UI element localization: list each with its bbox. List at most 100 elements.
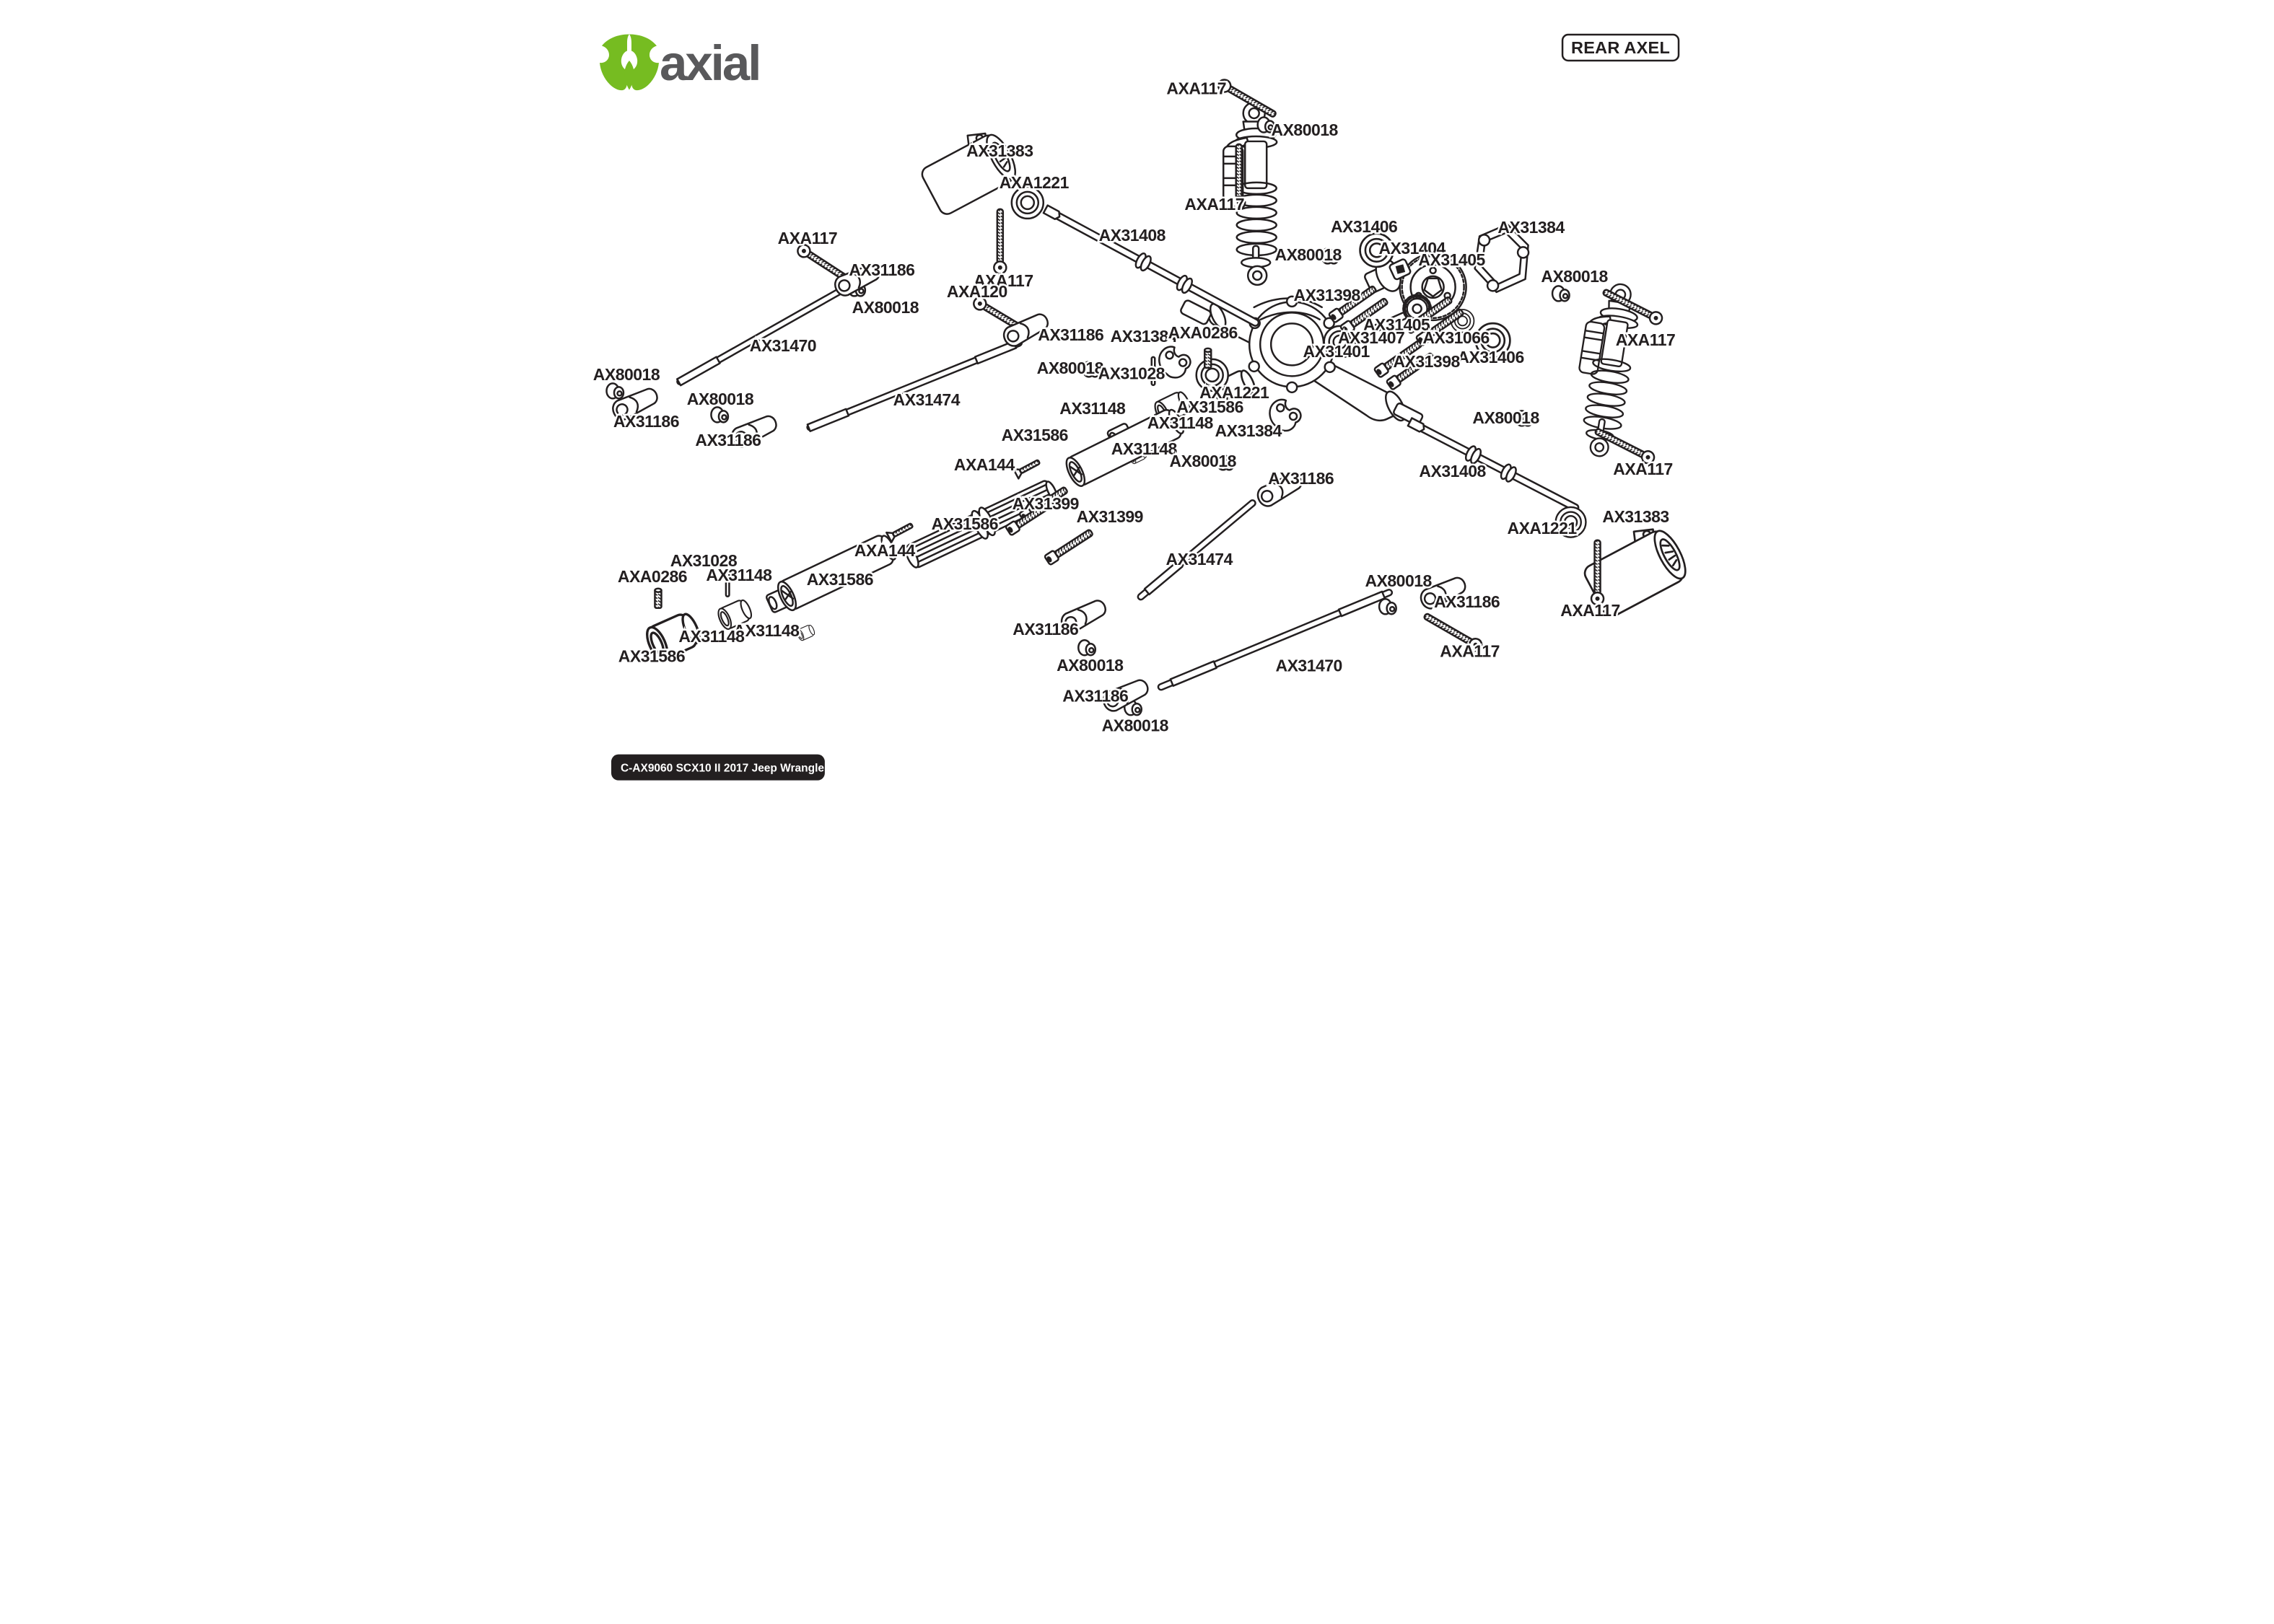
part-flathead-screw: [885, 519, 916, 543]
part-label-axa117: AXA117: [1613, 460, 1673, 478]
part-label-ax31399: AX31399: [1077, 507, 1143, 526]
part-label-ax80018: AX80018: [593, 365, 660, 384]
part-pivot-ball: [1378, 597, 1397, 615]
part-diff-cover: [1474, 223, 1530, 294]
part-label-ax31028: AX31028: [670, 551, 738, 570]
rear-axle-diagram: axial REAR AXEL: [569, 0, 1705, 812]
part-label-axa117: AXA117: [1166, 79, 1226, 98]
exploded-parts-page: axial REAR AXEL: [569, 0, 1705, 812]
part-label-ax31398: AX31398: [1393, 352, 1460, 371]
part-label-ax31148: AX31148: [1147, 413, 1214, 432]
part-label-ax31405: AX31405: [1418, 250, 1485, 269]
part-label-ax31148: AX31148: [1059, 399, 1126, 418]
part-label-axa117: AXA117: [1184, 195, 1244, 214]
part-label-ax31586: AX31586: [618, 647, 685, 666]
part-label-ax31586: AX31586: [1002, 426, 1068, 444]
part-label-axa117: AXA117: [1560, 601, 1620, 620]
part-label-ax31407: AX31407: [1338, 328, 1404, 347]
part-label-axa117: AXA117: [1616, 330, 1676, 349]
part-label-ax31383: AX31383: [966, 141, 1033, 160]
part-label-ax31186: AX31186: [849, 260, 914, 279]
part-label-ax31186: AX31186: [613, 412, 679, 431]
part-cap-screw: [1043, 526, 1096, 566]
part-label-ax80018: AX80018: [1541, 267, 1608, 286]
part-label-ax31586: AX31586: [932, 514, 998, 533]
part-label-axa117: AXA117: [1440, 642, 1500, 661]
part-set-screw: [1203, 347, 1212, 369]
part-label-ax31470: AX31470: [750, 336, 816, 355]
part-label-axa1221: AXA1221: [1199, 383, 1269, 402]
part-axle-shaft: [1407, 417, 1580, 512]
part-link-rod: [1137, 499, 1256, 601]
part-label-ax31384: AX31384: [1215, 421, 1282, 440]
part-label-ax31186: AX31186: [1434, 592, 1500, 611]
part-label-axa144: AXA144: [954, 455, 1015, 474]
header: axial REAR AXEL: [599, 33, 1680, 91]
part-label-axa1221: AXA1221: [1000, 173, 1070, 192]
part-label-axa120: AXA120: [947, 282, 1007, 301]
part-label-ax31404: AX31404: [1378, 239, 1446, 258]
part-label-axa144: AXA144: [854, 541, 916, 560]
part-label-ax31398: AX31398: [1293, 286, 1360, 304]
part-label-ax31470: AX31470: [1275, 657, 1342, 675]
part-label-axa117: AXA117: [974, 271, 1033, 290]
part-label-ax80018: AX80018: [687, 390, 754, 408]
part-label-ax80018: AX80018: [1102, 716, 1169, 735]
part-set-screw: [654, 587, 662, 609]
part-label-ax31474: AX31474: [1166, 550, 1233, 569]
footer-model-badge: C-AX9060 SCX10 II 2017 Jeep Wrangler: [611, 754, 828, 781]
part-label-ax31401: AX31401: [1303, 342, 1370, 361]
part-label-ax31384: AX31384: [1497, 218, 1565, 237]
part-label-ax80018: AX80018: [1472, 408, 1539, 427]
part-link-rod: [1157, 589, 1394, 691]
part-label-ax31586: AX31586: [1177, 398, 1243, 416]
footer-model-label: C-AX9060 SCX10 II 2017 Jeep Wrangler: [621, 763, 828, 775]
part-splined-slider: [904, 480, 1058, 569]
part-label-ax31408: AX31408: [1419, 462, 1486, 480]
part-label-ax31406: AX31406: [1331, 217, 1397, 236]
labels-layer: AXA117AX80018AX31383AXA1221AX31408AXA117…: [591, 77, 1677, 737]
axial-logo-icon: [599, 34, 659, 91]
part-label-ax31186: AX31186: [695, 431, 761, 449]
part-label-ax31148: AX31148: [706, 566, 772, 584]
part-lockout: [914, 120, 1023, 218]
part-axle-shaft: [1042, 204, 1260, 327]
page-title-badge: REAR AXEL: [1561, 33, 1680, 62]
part-pivot-ball: [1551, 285, 1570, 302]
part-pivot-ball: [1077, 638, 1097, 657]
part-label-axa1221: AXA1221: [1507, 519, 1577, 537]
part-label-ax80018: AX80018: [1037, 359, 1104, 377]
part-label-ax31383: AX31383: [1602, 507, 1669, 526]
part-label-ax31408: AX31408: [1099, 226, 1166, 245]
part-label-ax80018: AX80018: [1274, 245, 1342, 264]
part-link-rod: [675, 281, 854, 387]
part-label-ax31405: AX31405: [1363, 315, 1430, 334]
part-label-ax31406: AX31406: [1457, 348, 1523, 367]
part-label-ax31148: AX31148: [1111, 439, 1178, 458]
part-label-ax31586: AX31586: [807, 570, 873, 589]
part-label-axa0286: AXA0286: [618, 567, 687, 586]
part-link-rod: [806, 339, 1023, 432]
part-pivot-ball: [710, 406, 730, 423]
part-label-ax31186: AX31186: [1062, 687, 1128, 706]
brand-wordmark: axial: [660, 35, 759, 91]
part-label-ax31399: AX31399: [1013, 494, 1079, 513]
part-label-ax31186: AX31186: [1038, 325, 1103, 344]
part-screw: [993, 208, 1007, 275]
part-label-ax80018: AX80018: [1271, 120, 1338, 139]
part-label-axa0286: AXA0286: [1168, 323, 1238, 342]
part-label-ax80018: AX80018: [1170, 452, 1237, 470]
part-label-ax80018: AX80018: [1365, 571, 1432, 590]
part-label-ax31384: AX31384: [1111, 327, 1178, 346]
part-label-ax31028: AX31028: [1098, 364, 1166, 382]
part-label-ax31066: AX31066: [1422, 328, 1489, 347]
part-label-ax80018: AX80018: [852, 298, 919, 317]
part-label-axa117: AXA117: [778, 229, 838, 247]
part-label-ax31148: AX31148: [678, 627, 745, 646]
part-pivot-ball: [605, 382, 625, 400]
part-label-ax80018: AX80018: [1057, 656, 1124, 675]
part-flathead-screw: [1013, 456, 1043, 480]
page-title: REAR AXEL: [1571, 38, 1670, 57]
part-label-ax31148: AX31148: [733, 621, 800, 640]
part-axle-housing: [1180, 295, 1424, 426]
